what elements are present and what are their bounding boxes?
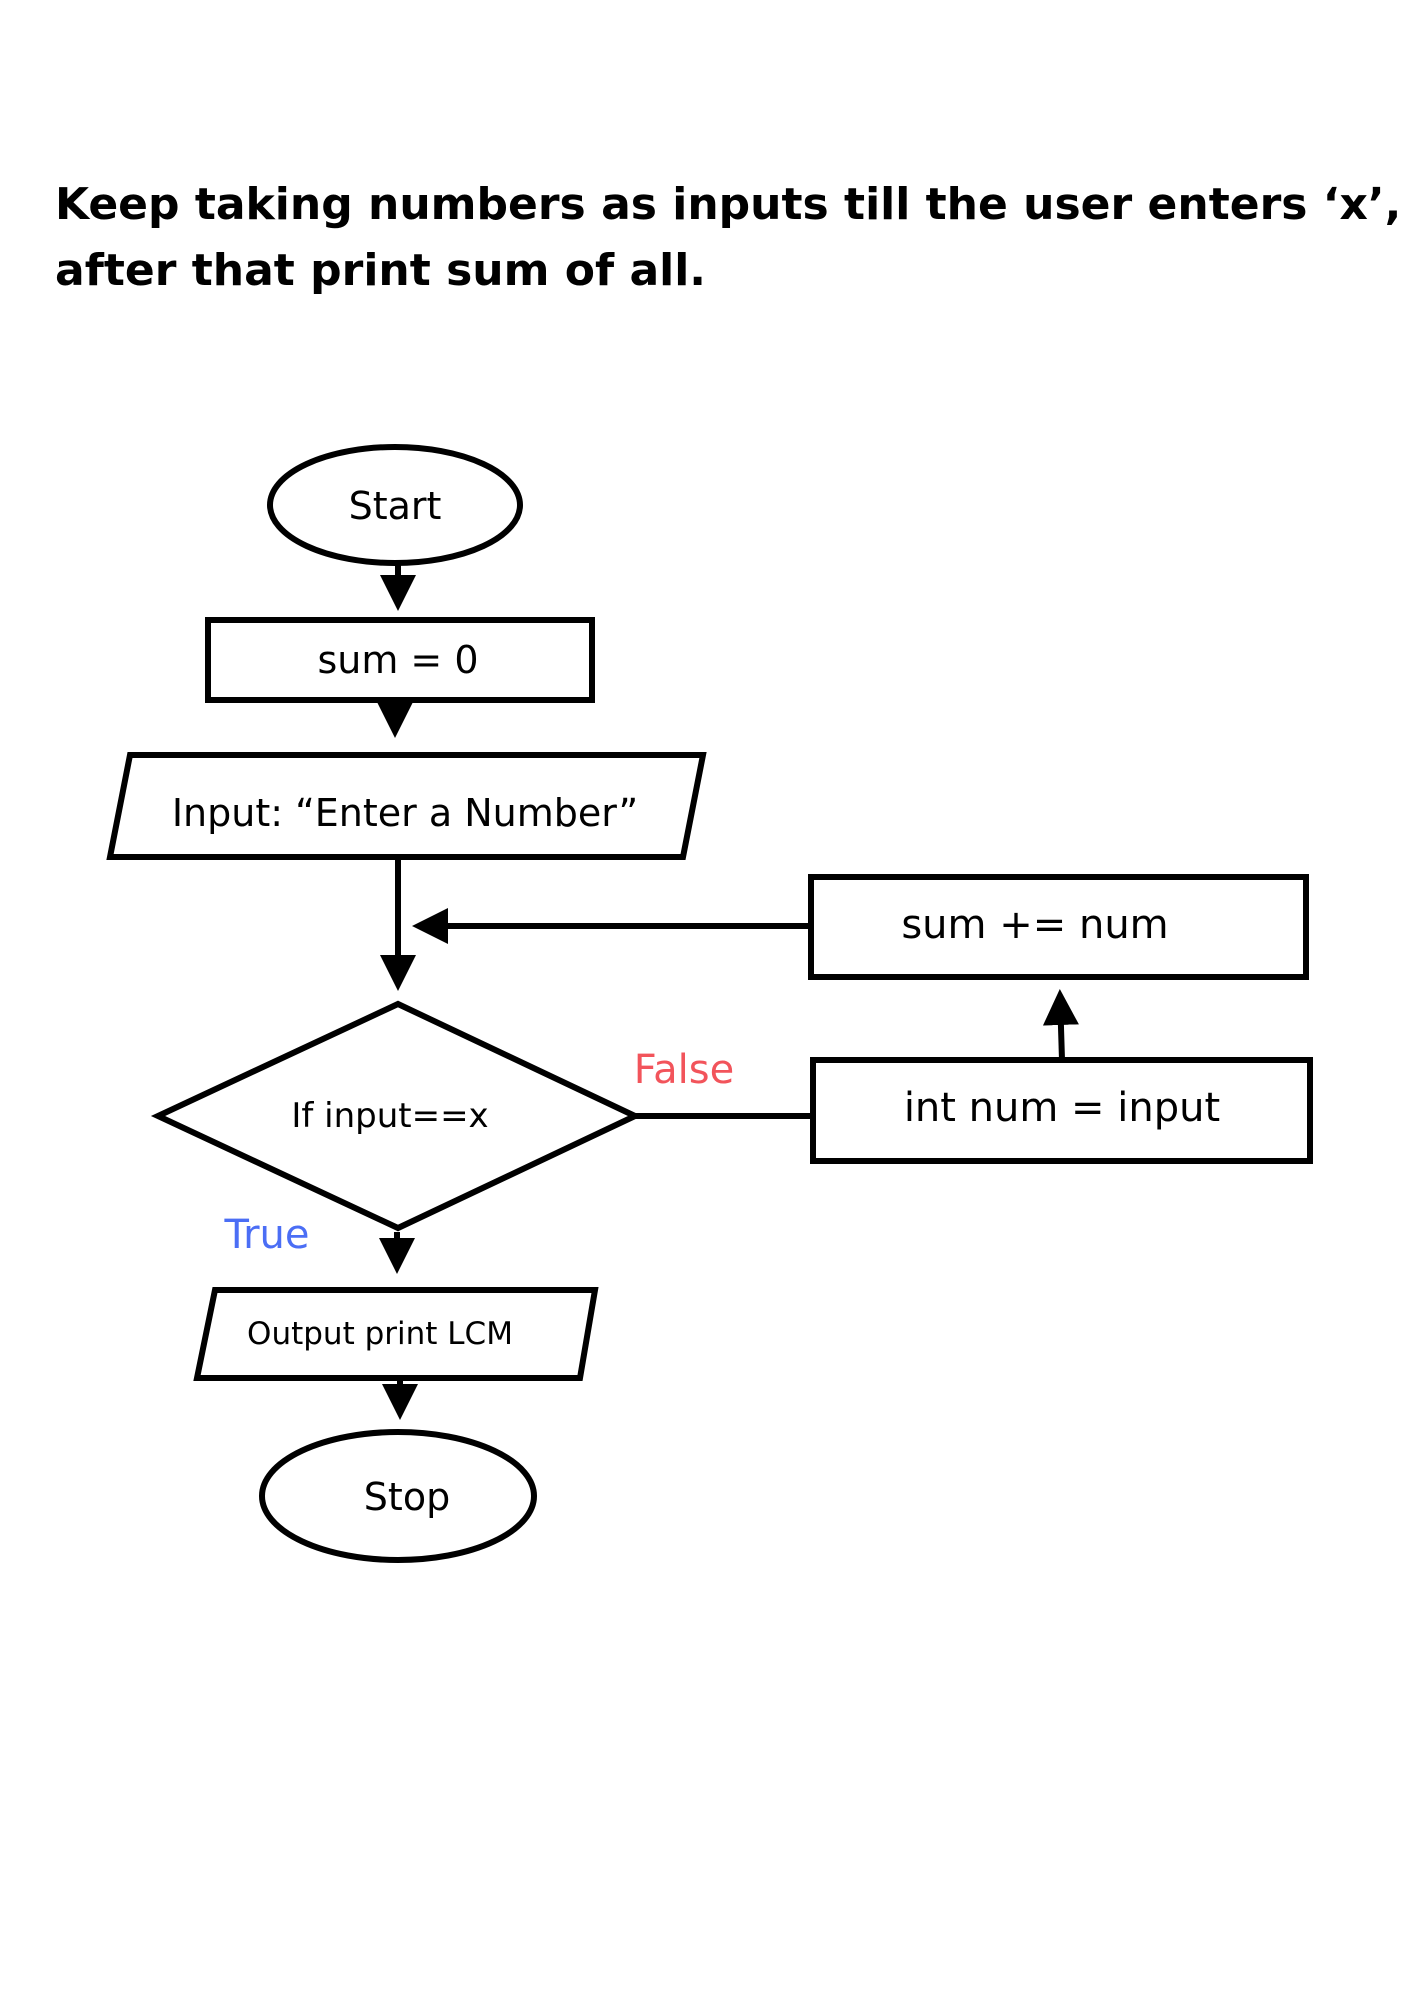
init-sum-label: sum = 0 bbox=[317, 638, 478, 682]
init-sum-node: sum = 0 bbox=[205, 617, 595, 703]
decision-node: If input==x bbox=[150, 1000, 643, 1232]
false-label: False bbox=[634, 1047, 734, 1093]
accumulate-node: sum += num bbox=[808, 874, 1309, 980]
output-node: Output print LCM bbox=[193, 1287, 599, 1381]
output-label: Output print LCM bbox=[247, 1316, 513, 1352]
connector-convert-to-accumulate bbox=[1042, 989, 1079, 1061]
input-label: Input: “Enter a Number” bbox=[172, 791, 638, 835]
stop-label: Stop bbox=[364, 1475, 450, 1519]
heading-line-2: after that print sum of all. bbox=[55, 245, 707, 296]
heading-line-1: Keep taking numbers as inputs till the u… bbox=[55, 179, 1402, 230]
convert-node: int num = input bbox=[810, 1057, 1313, 1164]
decision-label: If input==x bbox=[291, 1096, 488, 1136]
true-label: True bbox=[224, 1212, 310, 1258]
accumulate-label: sum += num bbox=[901, 902, 1168, 948]
start-node: Start bbox=[267, 444, 523, 566]
convert-label: int num = input bbox=[904, 1085, 1220, 1131]
stop-node: Stop bbox=[259, 1429, 537, 1563]
page-heading: Keep taking numbers as inputs till the u… bbox=[55, 172, 1402, 304]
input-node: Input: “Enter a Number” bbox=[106, 752, 707, 860]
start-label: Start bbox=[349, 484, 442, 528]
